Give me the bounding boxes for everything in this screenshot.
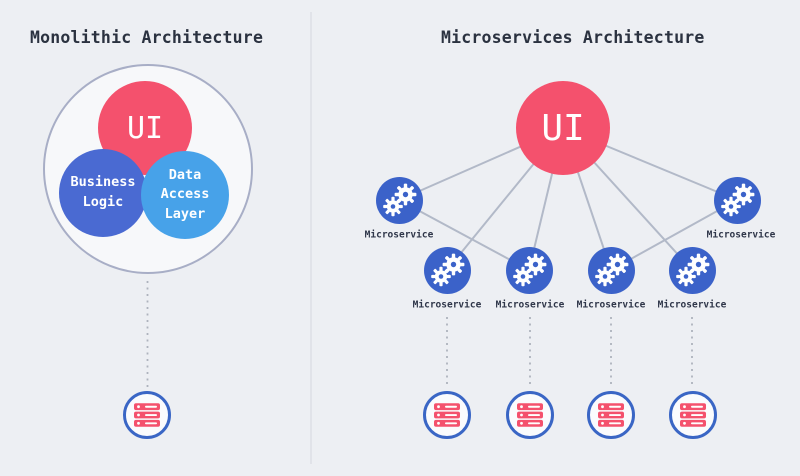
microservice-database-circle-1	[422, 390, 471, 439]
database-icon	[134, 402, 160, 427]
dotted-database-links	[146, 281, 693, 388]
monolith-ui-circle: UI	[98, 81, 192, 175]
gears-icon	[594, 253, 628, 286]
panel-divider	[310, 12, 312, 464]
monolith-database-circle	[123, 390, 171, 439]
gears-icon	[720, 183, 754, 216]
monolith-data-access-circle: Data Access Layer	[141, 151, 229, 239]
right-panel-title: Microservices Architecture	[441, 28, 705, 47]
monolith-business-logic-label: Business Logic	[70, 174, 136, 210]
microservice-node-4	[668, 246, 716, 294]
microservice-database-circle-2	[505, 390, 554, 439]
microservice-database-circle-3	[586, 390, 635, 439]
microservice-database-circle-4	[668, 390, 717, 439]
microservices-ui-circle: UI	[516, 81, 610, 175]
gears-icon	[382, 183, 416, 216]
microservice-label-2: Microservice	[495, 299, 565, 311]
microservice-label-4: Microservice	[657, 299, 727, 311]
database-icon	[516, 402, 543, 427]
microservices-ui-label: UI	[541, 107, 585, 149]
gears-icon	[675, 253, 709, 286]
gears-icon	[512, 253, 546, 286]
microservice-label-upper-left: Microservice	[364, 229, 434, 241]
microservice-label-3: Microservice	[576, 299, 646, 311]
left-panel-title: Monolithic Architecture	[30, 28, 264, 47]
database-icon	[433, 402, 460, 427]
microservice-label-upper-right: Microservice	[706, 229, 776, 241]
database-icon	[679, 402, 706, 427]
microservice-node-1	[423, 246, 471, 294]
gears-icon	[430, 253, 464, 286]
microservice-node-upper-left	[375, 176, 423, 224]
monolith-data-access-label: Data Access Layer	[160, 166, 210, 222]
microservice-node-3	[587, 246, 635, 294]
monolith-ui-label: UI	[126, 110, 164, 146]
microservice-label-1: Microservice	[412, 299, 482, 311]
microservice-node-upper-right	[713, 176, 761, 224]
database-icon	[597, 402, 624, 427]
monolith-business-logic-circle: Business Logic	[59, 149, 147, 237]
microservice-node-2	[505, 246, 553, 294]
